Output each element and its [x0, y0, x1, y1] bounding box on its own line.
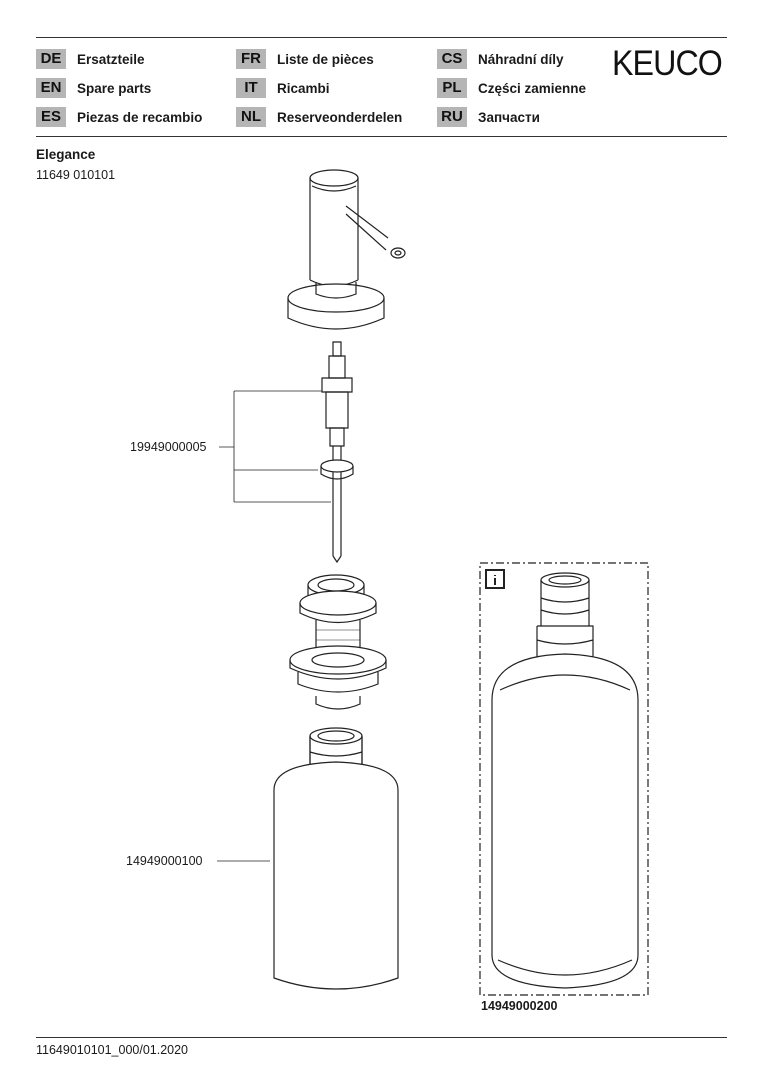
lang-label: Ricambi: [277, 80, 330, 96]
lang-code: NL: [236, 107, 266, 127]
bottle: [273, 727, 399, 990]
lang-code: EN: [36, 78, 66, 98]
lang-code: DE: [36, 49, 66, 69]
bottle-alt: [491, 572, 639, 989]
lang-cs: CS Náhradní díly: [437, 49, 564, 69]
lang-code: FR: [236, 49, 266, 69]
lang-label: Piezas de recambio: [77, 109, 203, 125]
info-icon: [485, 569, 505, 589]
lang-ru: RU Запчасти: [437, 107, 540, 127]
keuco-logo: KEUCO: [612, 44, 723, 83]
part-number-pump: 19949000005: [130, 440, 207, 454]
lang-label: Náhradní díly: [478, 51, 564, 67]
document-number: 11649010101_000/01.2020: [36, 1043, 189, 1057]
lang-code: PL: [437, 78, 467, 98]
lang-es: ES Piezas de recambio: [36, 107, 202, 127]
lang-label: Ersatzteile: [77, 51, 145, 67]
lang-label: Spare parts: [77, 80, 152, 96]
product-number: 11649 010101: [36, 168, 116, 182]
footer-rule: [36, 1037, 727, 1038]
lang-label: Reserveonderdelen: [277, 109, 403, 125]
lang-code: ES: [36, 107, 66, 127]
lang-en: EN Spare parts: [36, 78, 151, 98]
lang-nl: NL Reserveonderdelen: [236, 107, 402, 127]
part-number-bottle: 14949000100: [126, 854, 203, 868]
lang-pl: PL Części zamienne: [437, 78, 586, 98]
lang-code: RU: [437, 107, 467, 127]
dispenser-head: [287, 169, 406, 330]
lang-code: IT: [236, 78, 266, 98]
lang-label: Запчасти: [478, 109, 540, 125]
header-rule: [36, 136, 727, 137]
lang-label: Liste de pièces: [277, 51, 374, 67]
lang-code: CS: [437, 49, 467, 69]
part-number-bottle-alt: 14949000200: [481, 999, 558, 1013]
lang-de: DE Ersatzteile: [36, 49, 145, 69]
alt-part-frame: [479, 562, 649, 996]
pump-leader: [219, 390, 331, 503]
lang-label: Części zamienne: [478, 80, 587, 96]
product-name: Elegance: [36, 147, 96, 162]
lang-fr: FR Liste de pièces: [236, 49, 374, 69]
lang-it: IT Ricambi: [236, 78, 330, 98]
threaded-fitting: [289, 574, 387, 710]
top-rule: [36, 37, 727, 38]
pump-assembly: [320, 341, 354, 564]
